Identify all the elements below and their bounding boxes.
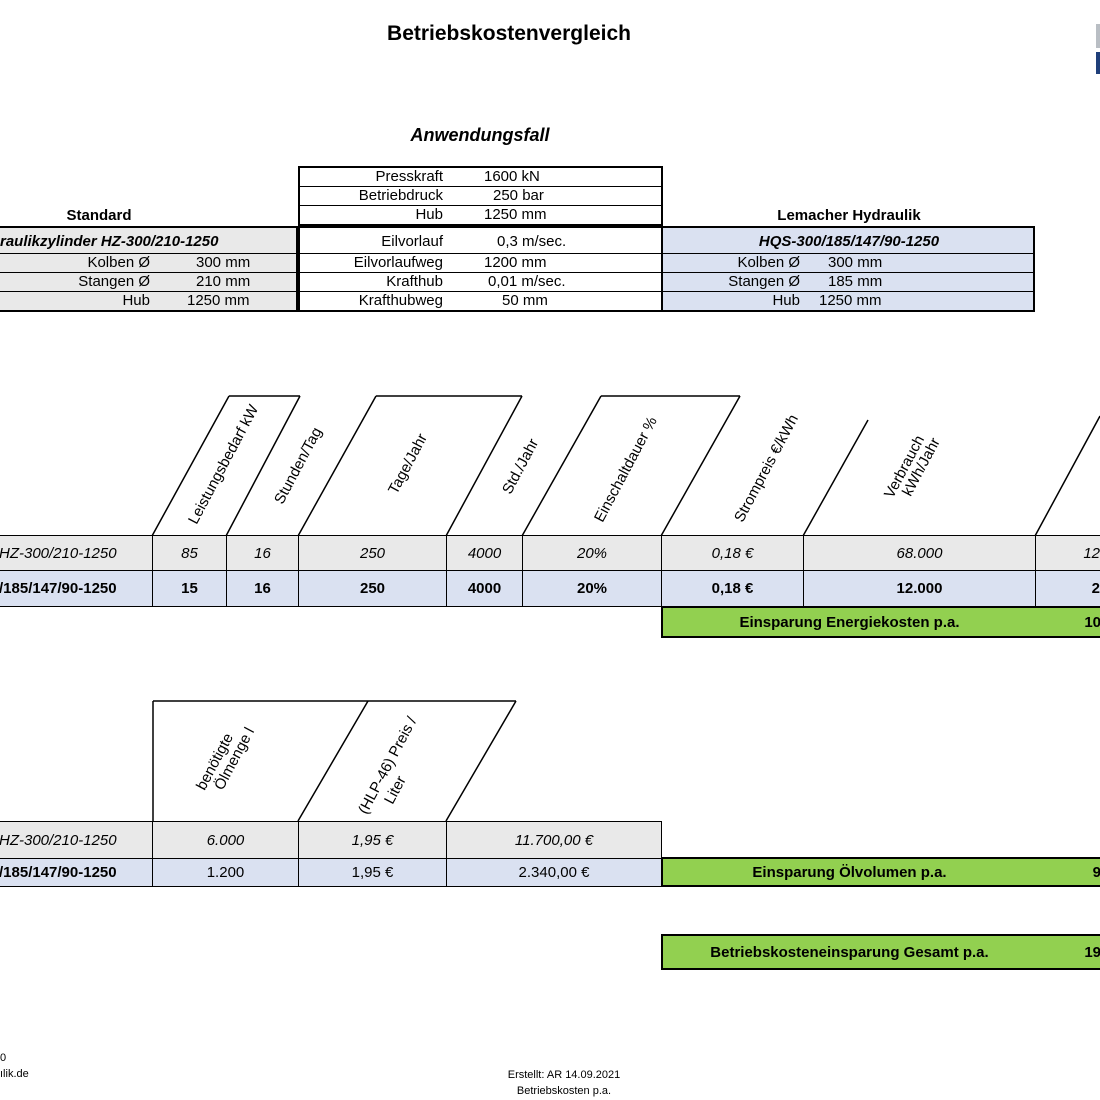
lemacher-value-stangen: 185 mm xyxy=(828,273,883,290)
footer-created: Erstellt: AR 14.09.2021 xyxy=(507,1069,621,1081)
energy-lemacher-leistung: 15 xyxy=(152,570,227,607)
standard-label-kolben: Kolben Ø xyxy=(87,254,150,271)
energy-standard-strompreis: 0,18 € xyxy=(661,535,804,571)
app-label-presskraft: Presskraft xyxy=(375,168,443,185)
standard-label-hub: Hub xyxy=(122,292,150,309)
oil-standard-kosten: 11.700,00 € xyxy=(446,821,662,859)
standard-model: raulikzylinder HZ-300/210-1250 xyxy=(0,233,219,250)
energy-header-lines xyxy=(151,395,1100,537)
energy-standard-leistung: 85 xyxy=(152,535,227,571)
lemacher-label-hub: Hub xyxy=(772,292,800,309)
page-title: Betriebskostenvergleich xyxy=(387,22,631,45)
app-value-eilvorlauf: 0,3 m/sec. xyxy=(497,233,567,250)
app-label-betriebdruck: Betriebdruck xyxy=(358,187,443,204)
app-label-krafthubweg: Krafthubweg xyxy=(358,292,443,309)
energy-standard-verbrauch: 68.000 xyxy=(803,535,1036,571)
energy-row-standard-name: HZ-300/210-1250 xyxy=(0,535,153,571)
oil-row-standard-name: HZ-300/210-1250 xyxy=(0,821,153,859)
footer-left-line2: ılik.de xyxy=(0,1068,29,1080)
energy-lemacher-verbrauch: 12.000 xyxy=(803,570,1036,607)
energy-lemacher-std: 4000 xyxy=(446,570,523,607)
lemacher-block xyxy=(661,226,1035,312)
standard-heading: Standard xyxy=(66,207,132,224)
lemacher-model: HQS-300/185/147/90-1250 xyxy=(758,233,940,250)
standard-value-hub: 1250 mm xyxy=(187,292,250,309)
section-subtitle: Anwendungsfall xyxy=(410,125,550,145)
energy-lemacher-strompreis: 0,18 € xyxy=(661,570,804,607)
footer-sheet-name: Betriebskosten p.a. xyxy=(516,1085,612,1097)
lemacher-value-kolben: 300 mm xyxy=(828,254,883,271)
oil-lemacher-menge: 1.200 xyxy=(152,858,299,887)
app-label-hub: Hub xyxy=(415,206,443,223)
lemacher-value-hub: 1250 mm xyxy=(819,292,882,309)
energy-standard-tage: 250 xyxy=(298,535,447,571)
oil-standard-menge: 6.000 xyxy=(152,821,299,859)
app-value-betriebdruck: 250 bar xyxy=(493,187,544,204)
energy-lemacher-stunden: 16 xyxy=(226,570,299,607)
logo-mark-bottom xyxy=(1096,52,1100,74)
total-saving-label: Betriebskosteneinsparung Gesamt p.a. xyxy=(661,934,1036,970)
footer-left-line1: 0 xyxy=(0,1052,7,1064)
app-label-krafthub: Krafthub xyxy=(386,273,443,290)
oil-lemacher-preis: 1,95 € xyxy=(298,858,447,887)
total-saving-value: 19 xyxy=(1035,934,1100,970)
energy-standard-kosten: 12 xyxy=(1035,535,1100,571)
application-box-top xyxy=(298,166,663,226)
app-value-eilvorlaufweg: 1200 mm xyxy=(484,254,547,271)
energy-saving-value: 10 xyxy=(1035,606,1100,638)
oil-saving-value: 9 xyxy=(1035,857,1100,887)
app-value-krafthubweg: 50 mm xyxy=(502,292,548,309)
energy-standard-std: 4000 xyxy=(446,535,523,571)
standard-block xyxy=(0,226,298,312)
app-value-presskraft: 1600 kN xyxy=(484,168,540,185)
oil-lemacher-kosten: 2.340,00 € xyxy=(446,858,662,887)
app-label-eilvorlaufweg: Eilvorlaufweg xyxy=(353,254,443,271)
logo-mark-top xyxy=(1096,24,1100,48)
app-value-hub: 1250 mm xyxy=(484,206,547,223)
standard-label-stangen: Stangen Ø xyxy=(78,273,150,290)
oil-row-lemacher-name: /185/147/90-1250 xyxy=(0,858,153,887)
energy-saving-label: Einsparung Energiekosten p.a. xyxy=(661,606,1036,638)
oil-standard-preis: 1,95 € xyxy=(298,821,447,859)
energy-lemacher-kosten: 2 xyxy=(1035,570,1100,607)
energy-row-lemacher-name: /185/147/90-1250 xyxy=(0,570,153,607)
oil-saving-label: Einsparung Ölvolumen p.a. xyxy=(661,857,1036,887)
app-label-eilvorlauf: Eilvorlauf xyxy=(381,233,443,250)
lemacher-heading: Lemacher Hydraulik xyxy=(777,207,921,224)
standard-value-stangen: 210 mm xyxy=(196,273,251,290)
lemacher-label-kolben: Kolben Ø xyxy=(737,254,800,271)
energy-lemacher-tage: 250 xyxy=(298,570,447,607)
energy-lemacher-einschalt: 20% xyxy=(522,570,662,607)
lemacher-label-stangen: Stangen Ø xyxy=(728,273,800,290)
energy-standard-einschalt: 20% xyxy=(522,535,662,571)
standard-value-kolben: 300 mm xyxy=(196,254,251,271)
oil-header-lines xyxy=(152,700,517,822)
app-value-krafthub: 0,01 m/sec. xyxy=(488,273,566,290)
energy-standard-stunden: 16 xyxy=(226,535,299,571)
